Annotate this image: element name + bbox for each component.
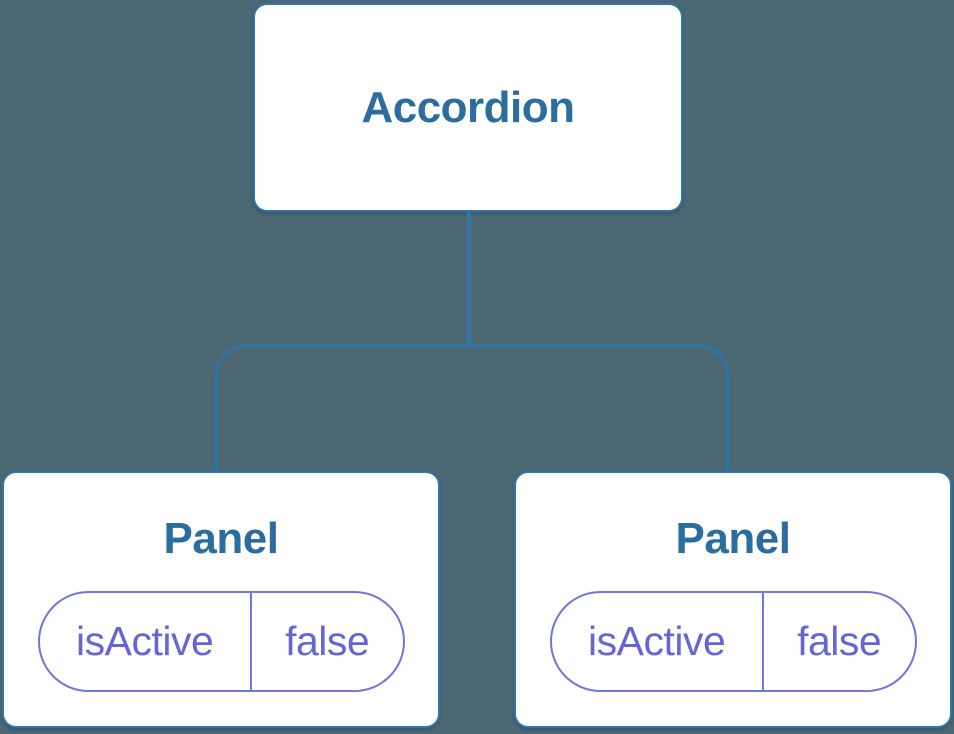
state-key: isActive xyxy=(552,593,764,690)
connector-bracket xyxy=(215,344,729,471)
state-value: false xyxy=(285,618,370,664)
component-node-panel-1: Panel isActive false xyxy=(2,471,440,728)
connector-stem xyxy=(467,210,471,347)
state-pill: isActive false xyxy=(549,591,917,692)
component-node-accordion: Accordion xyxy=(253,3,683,212)
accordion-node-label: Accordion xyxy=(361,82,575,132)
panel-node-label: Panel xyxy=(163,514,279,563)
state-key: isActive xyxy=(40,593,252,690)
panel-node-label: Panel xyxy=(675,514,791,563)
state-value: false xyxy=(797,618,882,664)
component-node-panel-2: Panel isActive false xyxy=(514,471,952,728)
state-pill: isActive false xyxy=(37,591,405,692)
